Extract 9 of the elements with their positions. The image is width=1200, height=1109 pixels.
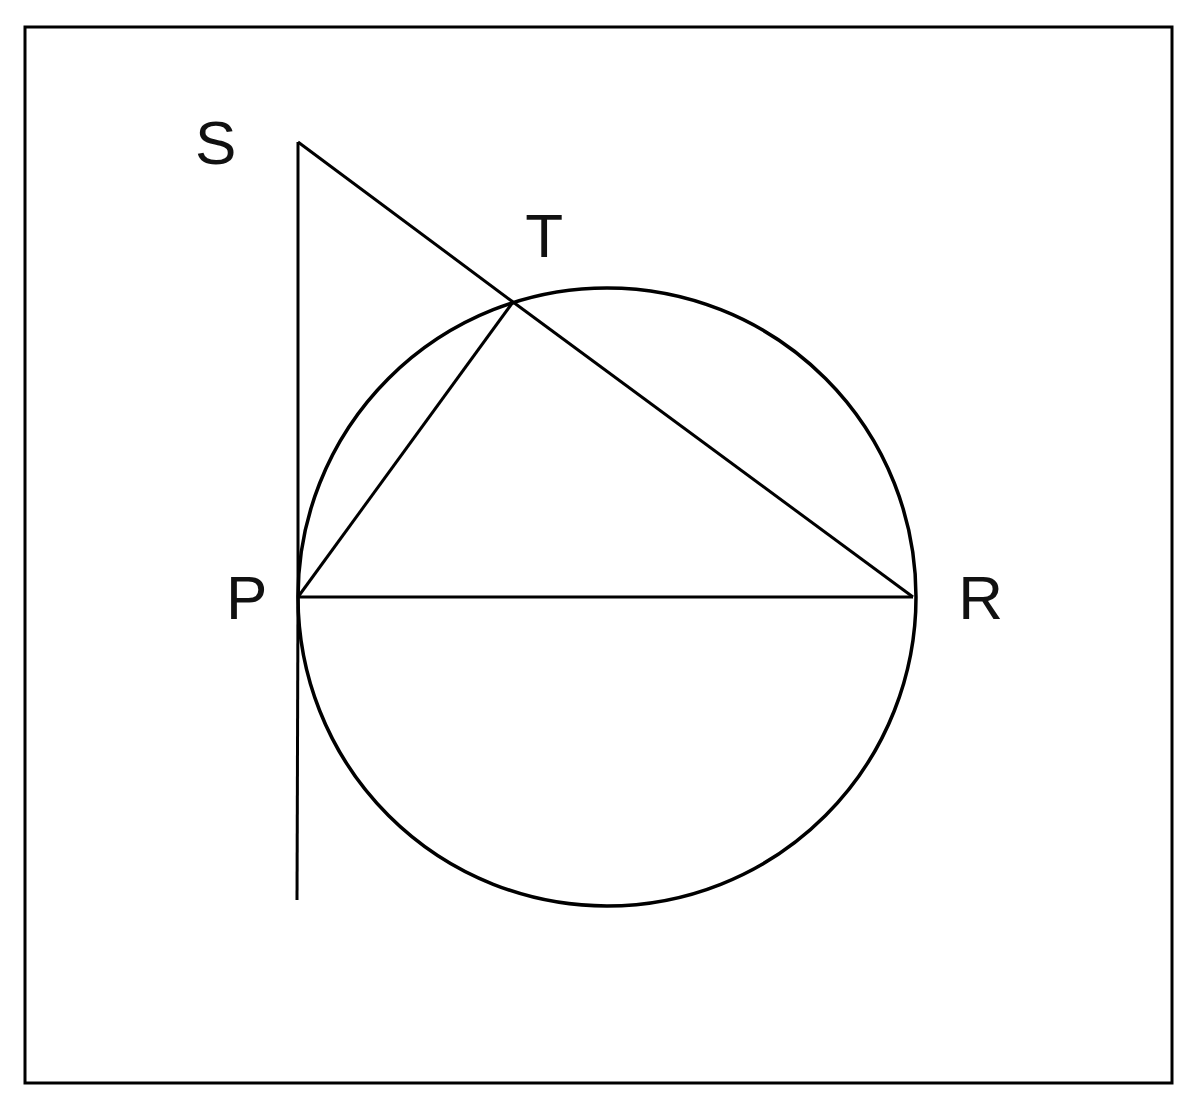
line-segment [298, 595, 913, 599]
line-segment [296, 142, 300, 597]
line-segment [297, 140, 514, 304]
point-label: S [195, 112, 237, 174]
point-label: T [525, 205, 563, 267]
point-label: P [226, 567, 268, 629]
line-segment [295, 597, 300, 900]
line-segment [512, 300, 914, 599]
point-label: R [958, 567, 1003, 629]
